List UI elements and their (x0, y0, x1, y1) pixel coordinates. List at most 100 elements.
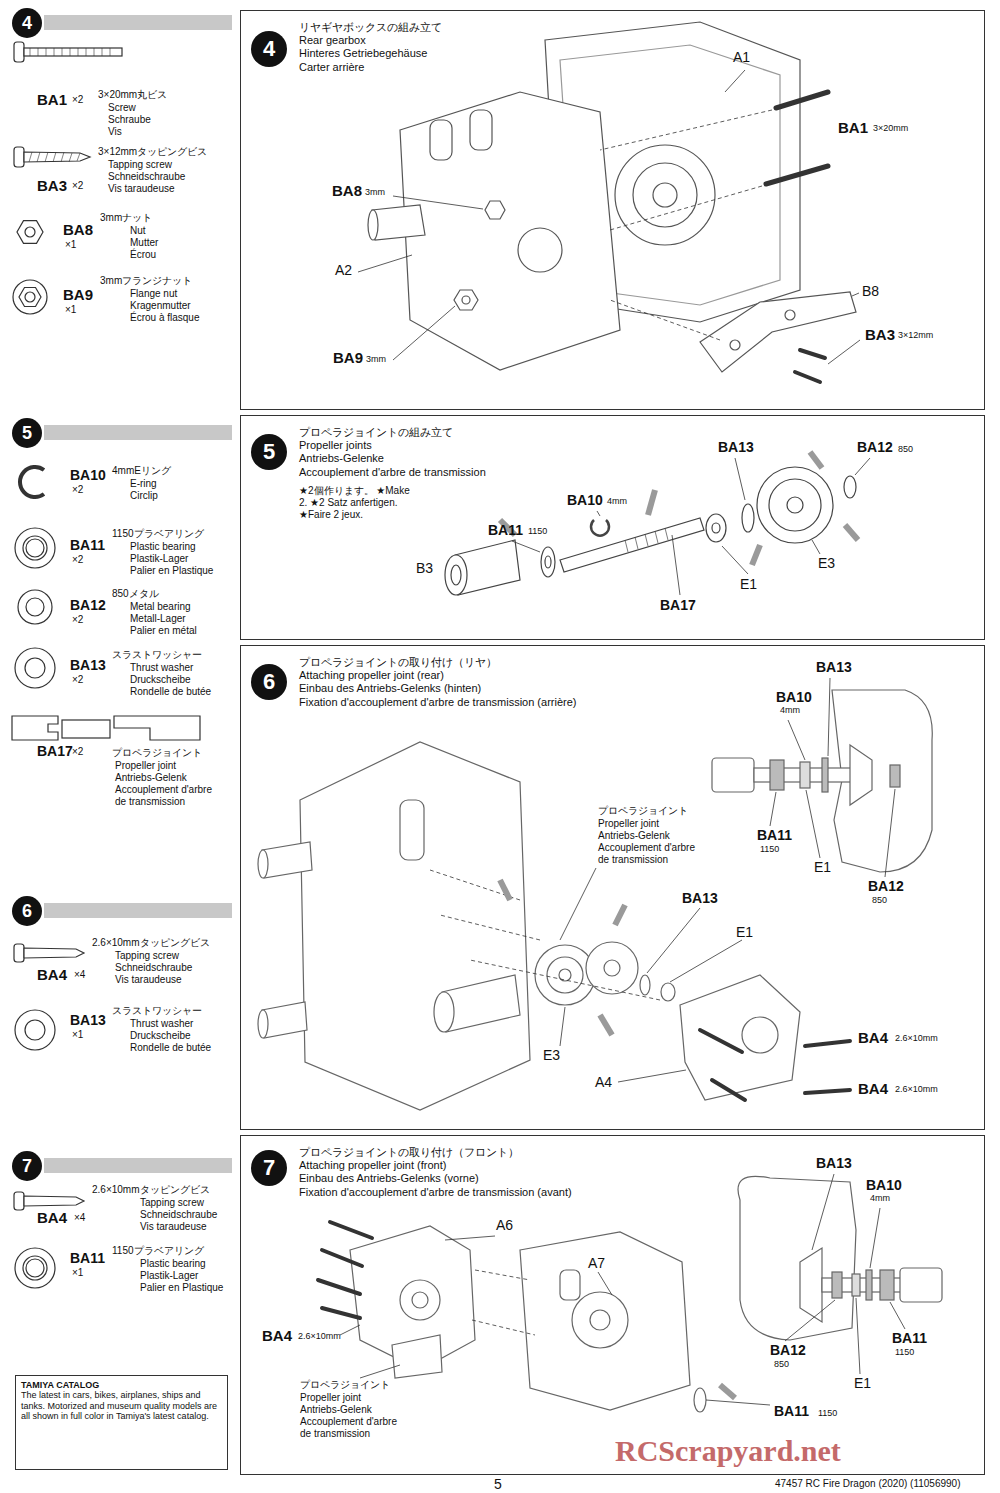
leader-line (852, 293, 859, 296)
part-icon (24, 948, 84, 958)
leader-line (828, 678, 830, 756)
propeller-joint-drawing (712, 523, 720, 533)
part-code: BA1 (838, 120, 868, 135)
part-label: Metal bearing (130, 602, 191, 612)
propeller-joint-drawing (560, 518, 704, 572)
part-icon (15, 1010, 55, 1050)
part-label: 2.6×10mmタッピングビス (92, 1185, 210, 1195)
gearbox-drawing (392, 1335, 442, 1378)
screw (805, 1090, 850, 1093)
part-label: de transmission (598, 855, 668, 865)
part-icon (24, 152, 90, 162)
gearbox-drawing (661, 983, 675, 1001)
part-label: Vis taraudeuse (108, 184, 175, 194)
part-label: 850 (898, 445, 913, 454)
part-icon (15, 1248, 55, 1288)
gearbox-drawing (300, 742, 530, 1110)
part-label: 5 (494, 1477, 502, 1491)
gearbox-drawing (258, 690, 932, 1110)
part-label: Schneidschraube (108, 172, 185, 182)
part-label: Accouplement d'arbre (300, 1417, 397, 1427)
gearbox-drawing (604, 960, 620, 976)
heading-group: リヤギヤボックスの組み立てRear gearboxHinteres Getrie… (299, 21, 442, 74)
leader-line (597, 511, 600, 516)
gearbox-drawing (258, 1010, 268, 1038)
gearbox-drawing (640, 975, 650, 995)
part-label: 4mm (780, 706, 800, 715)
part-label: プロペラジョイント (112, 748, 202, 758)
leader-line (470, 960, 660, 1000)
leader-line (812, 540, 820, 554)
part-code: BA17 (660, 598, 696, 612)
screw (776, 92, 828, 108)
hatched-arrow (810, 452, 822, 468)
screw (766, 166, 828, 184)
gearbox-drawing (430, 120, 452, 160)
part-label: 3×20mm (873, 124, 908, 133)
part-icon (13, 280, 47, 314)
part-label: 47457 RC Fire Dragon (2020) (11056990) (775, 1479, 960, 1489)
part-code: BA13 (816, 660, 852, 674)
part-label: Druckscheibe (130, 675, 191, 685)
gearbox-drawing (800, 762, 810, 788)
part-label: 850 (872, 896, 887, 905)
leader-line (885, 789, 895, 877)
gearbox-drawing (880, 1270, 894, 1300)
leader-line (560, 868, 596, 940)
leader-line (340, 1325, 360, 1335)
part-label: Vis taraudeuse (140, 1222, 207, 1232)
part-label: Thrust washer (130, 663, 193, 673)
part-code: BA3 (865, 327, 895, 342)
part-label: Rondelle de butée (130, 1043, 211, 1053)
leader-line (647, 908, 700, 973)
gearbox-drawing (653, 183, 677, 207)
heading-group: プロペラジョイントの取り付け（リヤ）Attaching propeller jo… (299, 656, 577, 709)
gearbox-drawing (258, 850, 268, 878)
part-label: 1150 (818, 1409, 837, 1418)
part-label: 3mm (366, 355, 386, 364)
part-label: 4mmEリング (112, 466, 171, 476)
part-label: Schraube (108, 115, 151, 125)
gearbox-drawing (518, 228, 562, 272)
step-bar (44, 15, 232, 30)
leader-line (828, 340, 860, 364)
part-label: スラストワッシャー (112, 650, 202, 660)
step-heading: Accouplement d'arbre de transmission (299, 466, 486, 479)
part-label: Thrust washer (130, 1019, 193, 1029)
gearbox-drawing (434, 992, 454, 1032)
propeller-joint-drawing (769, 479, 821, 531)
part-label: 4mm (607, 497, 627, 506)
step-heading: Hinteres Getriebegehäuse (299, 47, 442, 60)
propeller-joint-drawing (445, 467, 856, 595)
part-label: プロペラジョイント (300, 1380, 390, 1390)
part-label: Vis taraudeuse (115, 975, 182, 985)
leader-line (445, 1236, 495, 1240)
part-label: E-ring (130, 479, 157, 489)
part-code: BA11 (70, 1251, 105, 1265)
leader-line (870, 1208, 880, 1268)
leader-line (430, 870, 520, 900)
gearbox-drawing (900, 1268, 942, 1302)
part-code: BA10 (866, 1178, 902, 1192)
leader-line (393, 306, 455, 360)
hatched-arrow (720, 1385, 735, 1398)
propeller-joint-drawing (445, 555, 467, 595)
part-code: BA10 (70, 468, 106, 482)
leader-line (358, 70, 860, 364)
gearbox-drawing (262, 1002, 307, 1038)
part-icon (24, 48, 122, 56)
part-label: E3 (543, 1048, 560, 1062)
leader-line (430, 678, 895, 1082)
part-label: Propeller joint (598, 819, 659, 829)
part-label: ×2 (72, 555, 83, 565)
part-label: Metall-Lager (130, 614, 186, 624)
note-heading: TAMIYA CATALOG (21, 1380, 222, 1390)
part-label: A4 (595, 1075, 612, 1089)
step-bar (44, 15, 232, 1173)
gearbox-drawing (730, 340, 740, 350)
gearbox-drawing (372, 205, 425, 240)
gearbox-drawing (590, 1310, 610, 1330)
leader-line (610, 186, 762, 230)
step-number-text: 7 (263, 1155, 275, 1181)
